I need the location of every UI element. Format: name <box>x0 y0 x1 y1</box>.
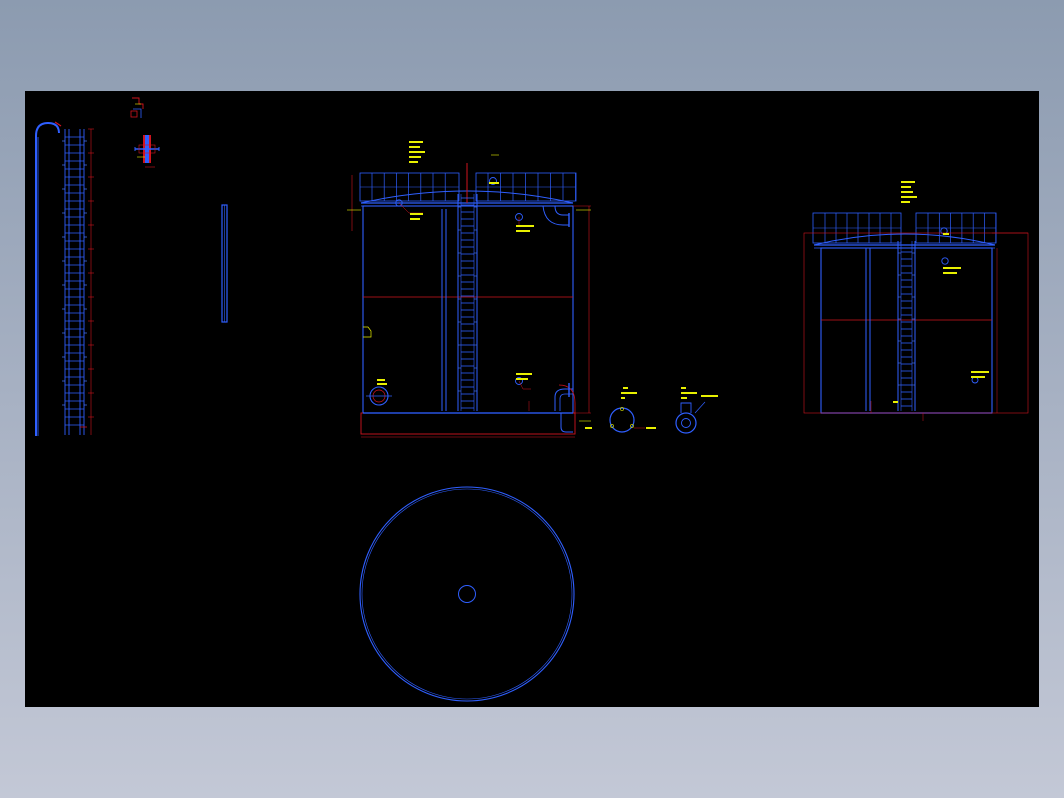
cad-model-space[interactable] <box>25 91 1039 707</box>
nozzle-detail-b <box>675 387 718 434</box>
tank-elevation-a <box>347 141 592 438</box>
bracket-detail-view <box>130 97 160 168</box>
tank-plan-view <box>359 486 575 702</box>
tank-elevation-b <box>803 181 1029 421</box>
nozzle-detail-a <box>609 387 656 433</box>
cad-drawing <box>35 97 1029 702</box>
pipe-section-view <box>221 204 228 323</box>
ladder-elevation-view <box>35 121 94 436</box>
